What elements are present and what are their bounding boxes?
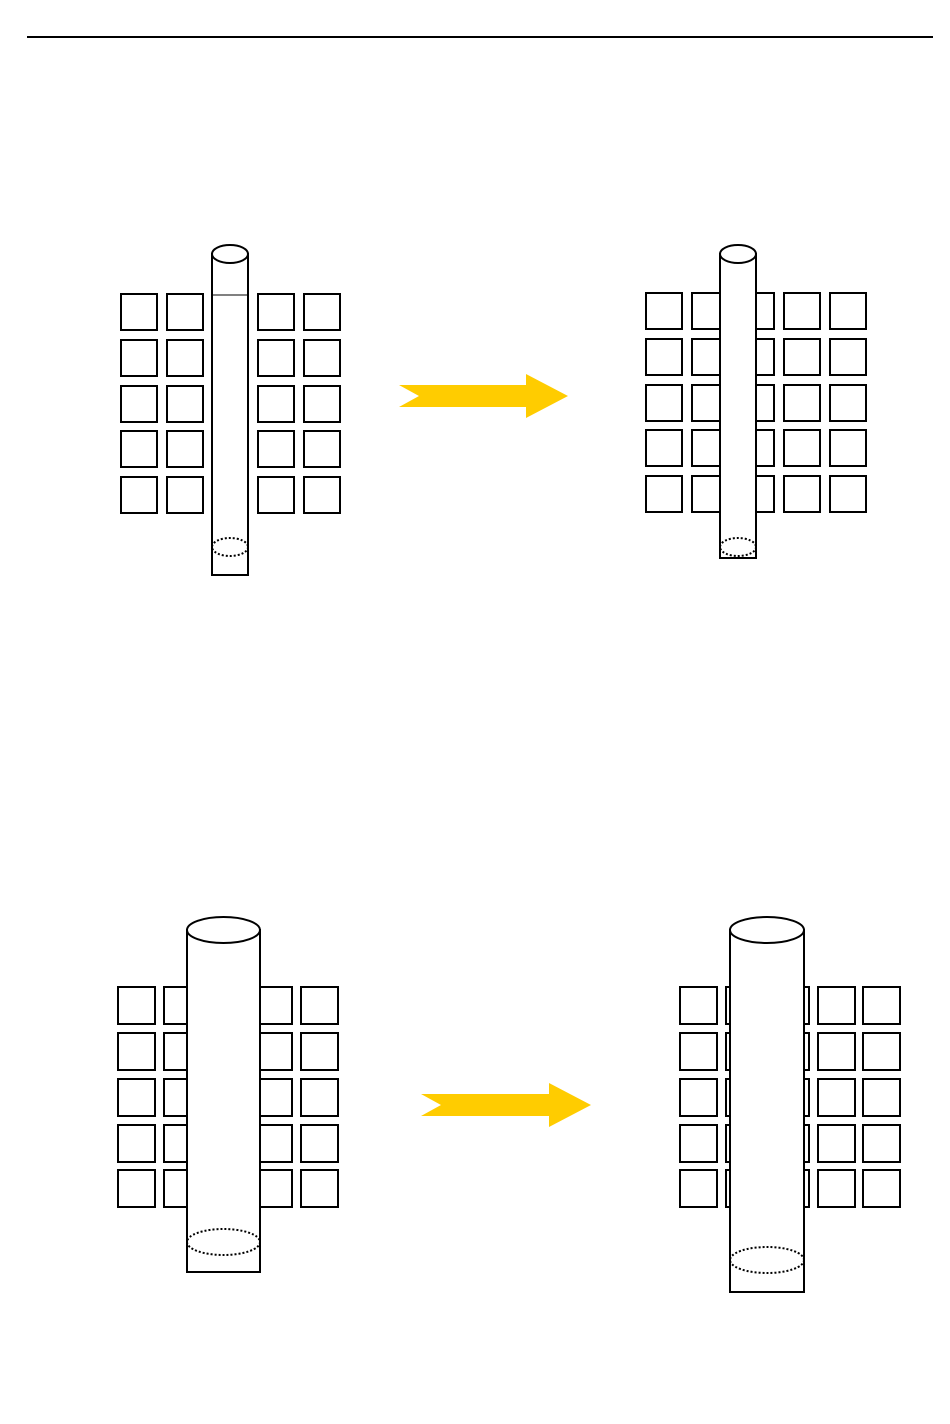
- grid-cell: [680, 1125, 717, 1162]
- tube-top-cap: [187, 917, 260, 943]
- grid-cell: [121, 431, 157, 467]
- grid-cell: [304, 386, 340, 422]
- grid-cell: [830, 339, 866, 375]
- transition-arrow-bottom: [421, 1083, 591, 1127]
- grid-cell: [784, 430, 820, 466]
- small-tube-after-panel: [646, 245, 866, 558]
- large-tube-before-panel: [118, 917, 338, 1272]
- grid-cell: [646, 293, 682, 329]
- grid-cell: [167, 431, 203, 467]
- grid-cell: [680, 1033, 717, 1070]
- grid-cell: [118, 987, 155, 1024]
- tube-body: [187, 930, 260, 1272]
- grid-cell: [680, 987, 717, 1024]
- grid-cell: [784, 339, 820, 375]
- grid-cell: [167, 340, 203, 376]
- grid-cell: [304, 477, 340, 513]
- tube-body: [212, 254, 248, 575]
- grid-cell: [784, 293, 820, 329]
- grid-cell: [301, 987, 338, 1024]
- grid-cell: [167, 294, 203, 330]
- grid-cell: [258, 294, 294, 330]
- grid-cell: [258, 340, 294, 376]
- grid-cell: [301, 1033, 338, 1070]
- tube: [720, 245, 756, 558]
- grid-cell: [258, 431, 294, 467]
- grid-cell: [863, 1079, 900, 1116]
- grid-cell: [301, 1170, 338, 1207]
- tube-top-cap: [720, 245, 756, 263]
- tube-top-cap: [212, 245, 248, 263]
- grid-cell: [784, 476, 820, 512]
- grid-cell: [830, 430, 866, 466]
- grid-cell: [304, 431, 340, 467]
- grid-cell: [863, 1125, 900, 1162]
- grid-cell: [258, 477, 294, 513]
- diagram-content: [118, 245, 900, 1292]
- grid-cell: [304, 340, 340, 376]
- grid-cell: [304, 294, 340, 330]
- grid-cell: [680, 1170, 717, 1207]
- tube: [730, 917, 804, 1292]
- grid-cell: [818, 1033, 855, 1070]
- grid-cell: [118, 1033, 155, 1070]
- grid-cell: [646, 339, 682, 375]
- grid-cell: [646, 430, 682, 466]
- grid-cell: [121, 294, 157, 330]
- grid-cell: [818, 1125, 855, 1162]
- grid-cell: [121, 340, 157, 376]
- grid-cell: [863, 1033, 900, 1070]
- grid-cell: [830, 476, 866, 512]
- grid-cell: [118, 1079, 155, 1116]
- grid-cell: [863, 1170, 900, 1207]
- grid-cell: [258, 386, 294, 422]
- large-tube-after-panel: [680, 917, 900, 1292]
- grid-cell: [863, 987, 900, 1024]
- grid-cell: [646, 476, 682, 512]
- grid-cell: [121, 477, 157, 513]
- grid-cell: [167, 386, 203, 422]
- grid-cell: [830, 293, 866, 329]
- grid-cell: [167, 477, 203, 513]
- tube-top-cap: [730, 917, 804, 943]
- grid-cell: [121, 386, 157, 422]
- grid-cell: [301, 1125, 338, 1162]
- grid-cell: [118, 1125, 155, 1162]
- grid-cell: [301, 1079, 338, 1116]
- tube-body: [730, 930, 804, 1292]
- transition-arrow-top: [399, 374, 568, 418]
- small-tube-before-panel: [121, 245, 340, 575]
- grid-cell: [818, 1079, 855, 1116]
- tube: [187, 917, 260, 1272]
- tube-body: [720, 254, 756, 558]
- grid-cell: [784, 385, 820, 421]
- grid-cell: [118, 1170, 155, 1207]
- grid-cell: [830, 385, 866, 421]
- grid-cell: [646, 385, 682, 421]
- tube: [212, 245, 248, 575]
- grid-cell: [818, 1170, 855, 1207]
- grid-cell: [680, 1079, 717, 1116]
- grid-cell: [818, 987, 855, 1024]
